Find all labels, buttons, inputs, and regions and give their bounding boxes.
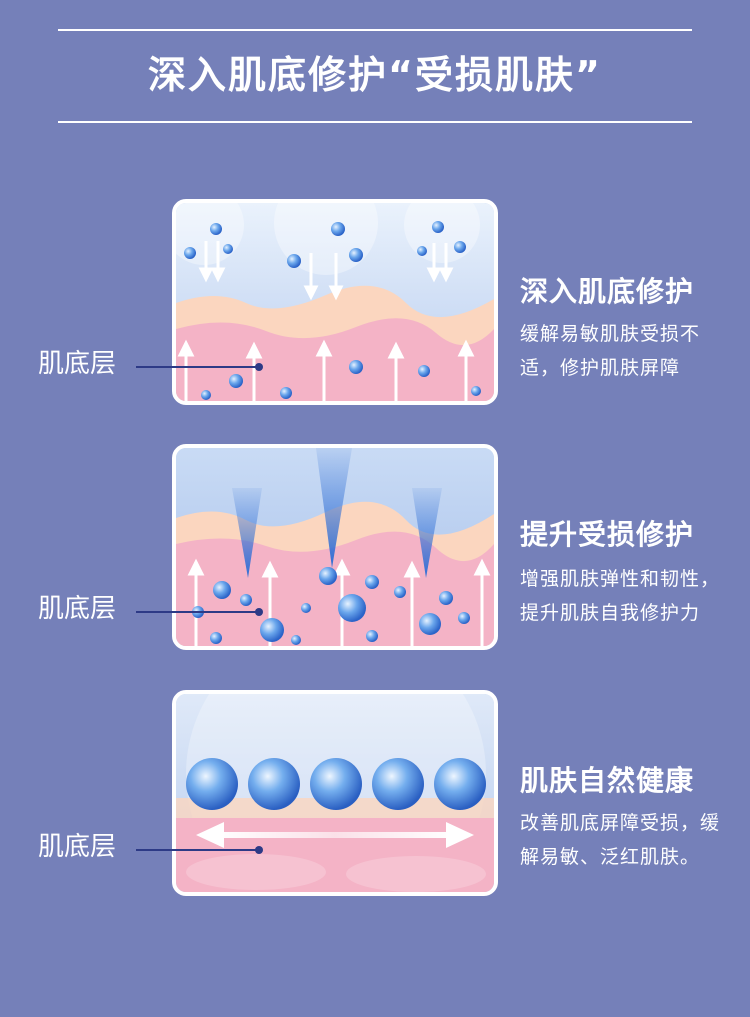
- layer-label-1: 肌底层: [38, 349, 117, 379]
- layer-label-2: 肌底层: [38, 594, 117, 624]
- section-title-1: 深入肌底修护: [520, 275, 695, 308]
- illustration-healthy-skin: [172, 690, 498, 896]
- section-desc-2: 增强肌肤弹性和韧性，提升肌肤自我修护力: [520, 568, 721, 624]
- illustration-damage-repair: [172, 444, 498, 650]
- top-divider: [58, 29, 692, 31]
- section-desc-3: 改善肌底屏障受损，缓解易敏、泛红肌肤。: [520, 812, 721, 868]
- layer-pointer-1: [136, 363, 263, 371]
- layer-pointer-3: [136, 846, 263, 854]
- section-desc-1: 缓解易敏肌肤受损不适，修护肌肤屏障: [520, 323, 701, 379]
- section-title-2: 提升受损修护: [520, 518, 695, 551]
- section-title-3: 肌肤自然健康: [520, 764, 695, 797]
- layer-label-3: 肌底层: [38, 832, 117, 862]
- illustration-deep-repair: [172, 199, 498, 405]
- bottom-divider: [58, 121, 692, 123]
- layer-pointer-2: [136, 608, 263, 616]
- page-title: 深入肌底修护“受损肌肤”: [148, 53, 602, 97]
